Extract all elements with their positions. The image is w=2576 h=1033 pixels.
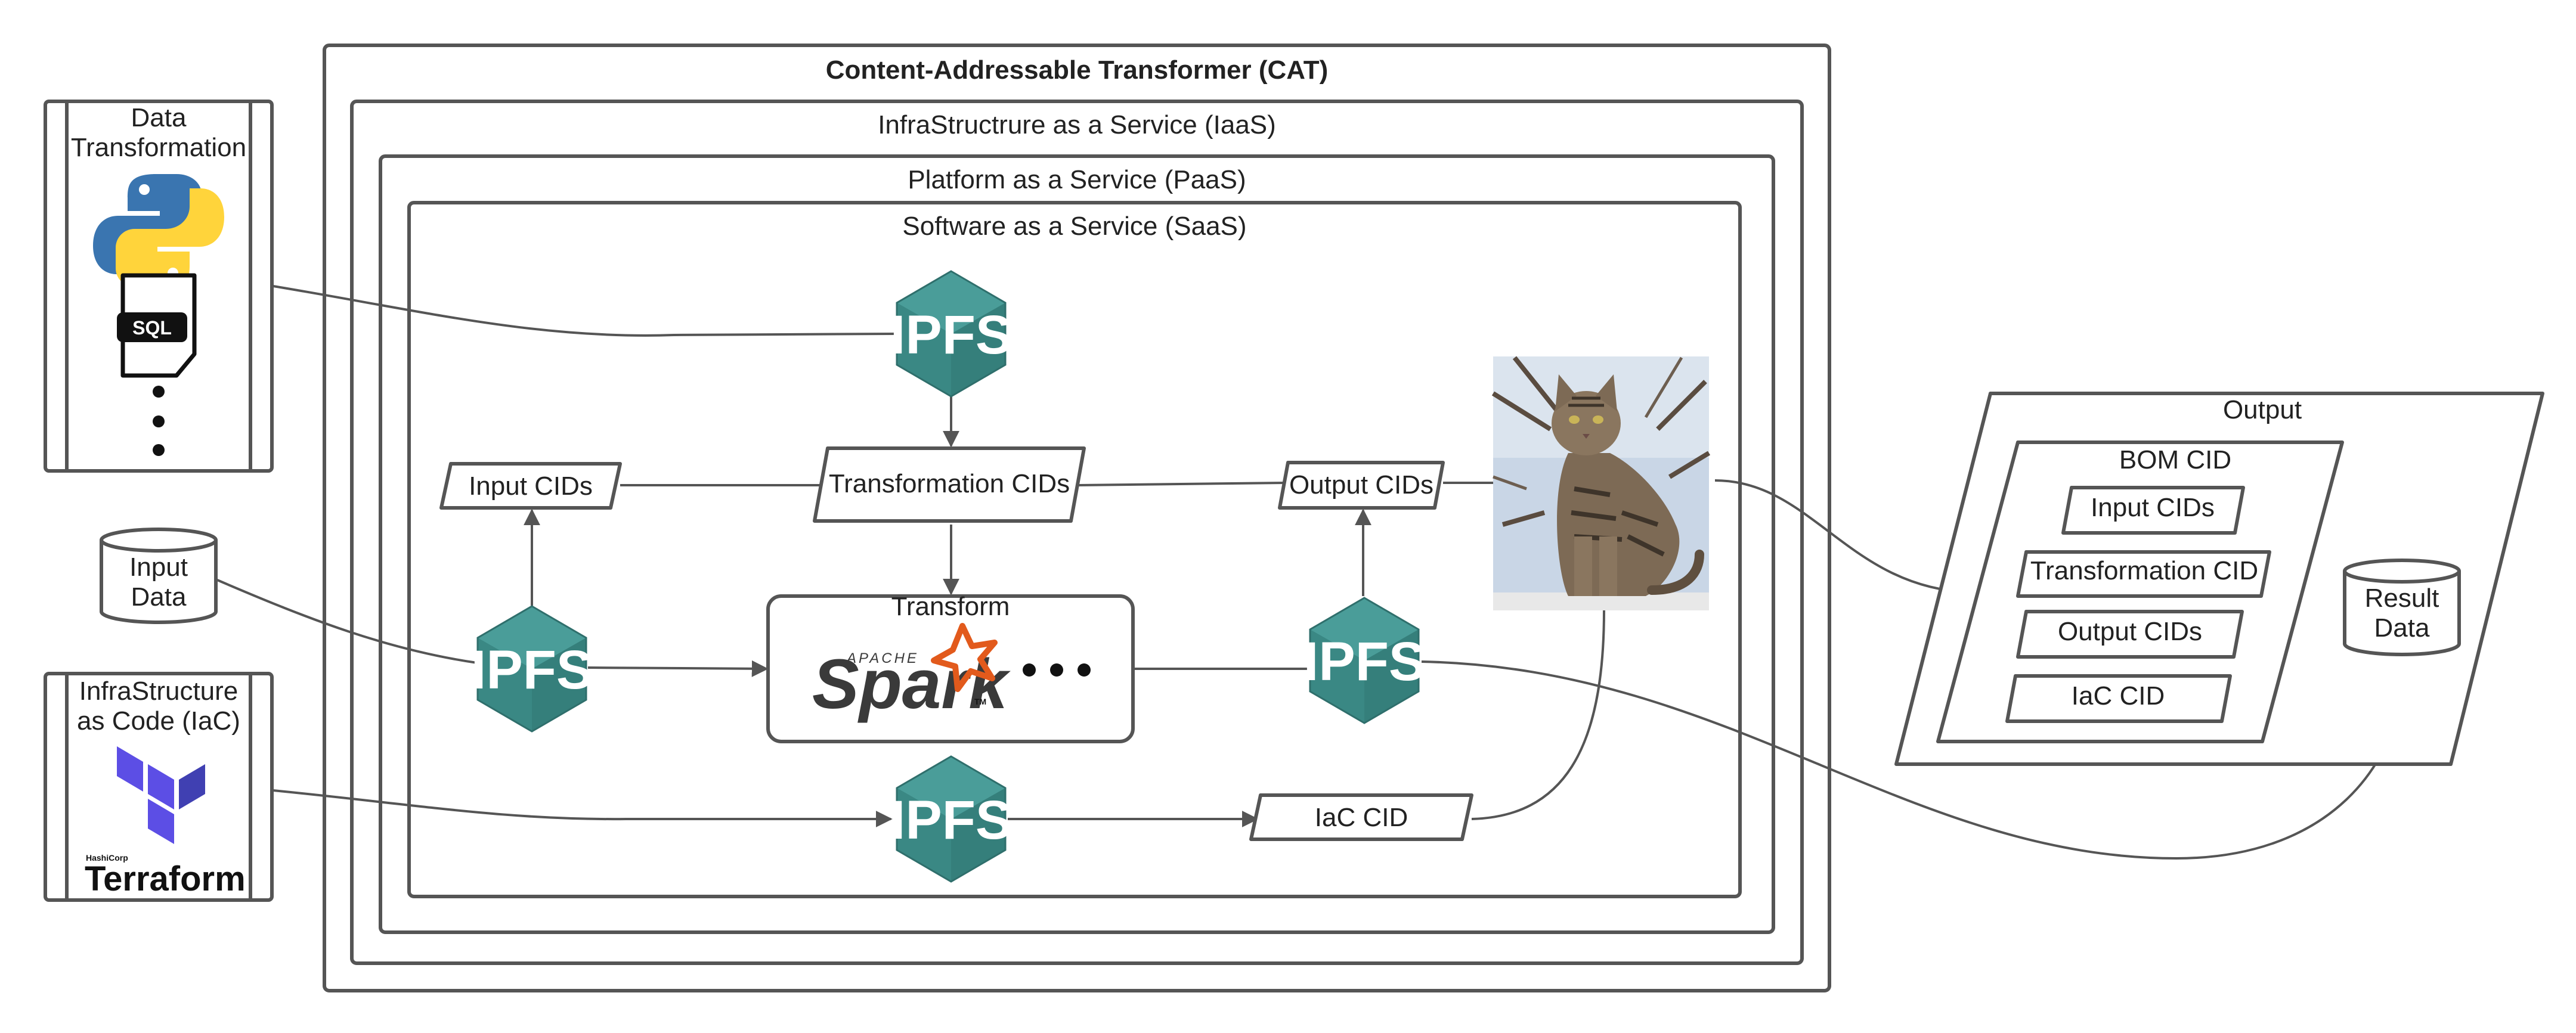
iac-cid-label: IaC CID: [1315, 803, 1408, 832]
python-logo-icon: [93, 174, 224, 289]
spark-tm-label: TM: [974, 697, 986, 706]
connectors: [215, 285, 2414, 860]
ipfs-label-bottom: IPFS: [890, 790, 1012, 851]
ipfs-node-bottom: IPFS: [890, 755, 1012, 883]
iaas-box: [350, 100, 1804, 965]
apache-label: APACHE: [846, 650, 919, 666]
result-data-label-2: Data: [2374, 613, 2430, 643]
saas-title: Software as a Service (SaaS): [902, 212, 1246, 241]
more-ellipsis-icon: [153, 386, 165, 456]
cat-title: Content-Addressable Transformer (CAT): [826, 55, 1329, 85]
iac-label-2: as Code (IaC): [77, 706, 240, 736]
input-data-cylinder: Input Data: [100, 528, 218, 624]
output-output-cids-label: Output CIDs: [2058, 617, 2202, 646]
cat-box: [323, 44, 1831, 992]
output-iac-cid-shape: IaC CID: [2005, 674, 2232, 723]
transform-box: Transform APACHE Spark TM: [766, 592, 1135, 743]
iac-label-1: InfraStructure: [79, 677, 239, 706]
ipfs-node-left: IPFS: [471, 605, 593, 733]
cat-photo-image: [1491, 356, 1711, 610]
iaas-title: InfraStructrure as a Service (IaaS): [878, 110, 1276, 139]
result-data-cylinder: Result Data: [2343, 559, 2461, 656]
sql-label: SQL: [132, 317, 172, 339]
output-title: Output: [2223, 395, 2302, 424]
wire-transcids-outputcids: [1078, 482, 1286, 486]
input-cids-shape: Input CIDs: [439, 462, 622, 510]
spark-logo-icon: APACHE Spark TM: [812, 623, 1011, 724]
iac-cid-shape: IaC CID: [1249, 793, 1473, 841]
transformation-cids-shape: Transformation CIDs: [813, 446, 1086, 523]
wire-ipfs-resultdata: [1421, 657, 2414, 860]
terraform-label: Terraform: [85, 860, 246, 898]
transformation-cids-label: Transformation CIDs: [829, 469, 1070, 498]
output-transformation-cid-shape: Transformation CID: [2016, 550, 2271, 598]
output-input-cids-shape: Input CIDs: [2061, 486, 2245, 535]
wire-inputdata-ipfs: [215, 578, 478, 664]
output-cids-label: Output CIDs: [1289, 470, 1433, 500]
data-transformation-label-2: Transformation: [71, 133, 246, 162]
output-cids-shape: Output CIDs: [1278, 461, 1445, 510]
data-transformation-label-1: Data: [131, 103, 187, 132]
terraform-logo-icon: [117, 746, 205, 844]
wire-iac-ipfs: [273, 789, 893, 827]
transform-more-ellipsis-icon: [1023, 663, 1091, 677]
iaas-container: InfraStructrure as a Service (IaaS): [350, 100, 1804, 965]
output-output-cids-shape: Output CIDs: [2016, 610, 2244, 659]
paas-container: Platform as a Service (PaaS): [379, 154, 1775, 934]
wire-ipfs-transform: [587, 660, 769, 677]
sql-file-icon: SQL: [117, 273, 197, 378]
input-cids-label: Input CIDs: [469, 471, 593, 501]
hashicorp-label: HashiCorp: [86, 853, 128, 863]
paas-title: Platform as a Service (PaaS): [908, 165, 1246, 194]
saas-box: [407, 201, 1742, 898]
data-transformation-box: Data Transformation SQL: [44, 100, 274, 473]
bom-cid-label: BOM CID: [2119, 445, 2231, 474]
output-container: Output BOM CID Input CIDs Transformation…: [1894, 392, 2544, 766]
wire-image-output: [1714, 479, 1976, 601]
paas-box: [379, 154, 1775, 934]
input-data-label-1: Input: [129, 553, 188, 582]
output-iac-cid-label: IaC CID: [2072, 681, 2165, 711]
cat-container: Content-Addressable Transformer (CAT): [323, 44, 1831, 992]
output-transformation-cid-label: Transformation CID: [2030, 556, 2258, 585]
transform-label: Transform: [891, 592, 1010, 621]
iac-box: InfraStructure as Code (IaC) HashiCorp T…: [44, 672, 274, 902]
wire-datatrans-ipfs: [273, 285, 895, 337]
wire-iaccid-image: [1471, 610, 1605, 820]
output-input-cids-label: Input CIDs: [2091, 493, 2215, 522]
input-data-label-2: Data: [131, 582, 187, 612]
ipfs-label-left: IPFS: [471, 640, 593, 700]
result-data-label-1: Result: [2365, 584, 2439, 613]
saas-container: Software as a Service (SaaS): [407, 201, 1742, 898]
ipfs-node-top: IPFS: [890, 270, 1012, 398]
ipfs-node-right: IPFS: [1304, 597, 1425, 724]
ipfs-label-right: IPFS: [1304, 631, 1425, 692]
ipfs-label-top: IPFS: [890, 305, 1012, 365]
